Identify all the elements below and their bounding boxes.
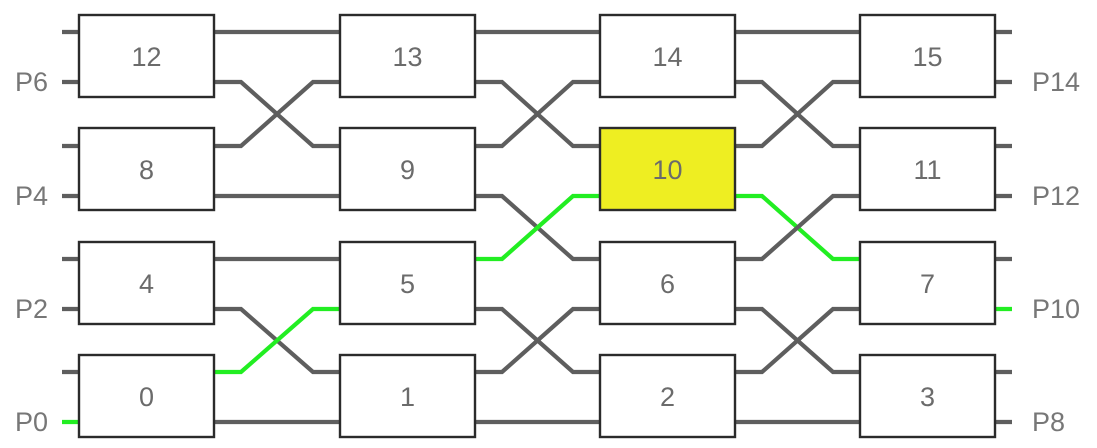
switch-node-1[interactable]: 1 — [338, 353, 477, 439]
switch-box[interactable] — [858, 13, 997, 99]
switch-id-label: 11 — [913, 155, 941, 185]
network-wire — [475, 306, 600, 375]
switch-box[interactable] — [77, 13, 216, 99]
switch-id-label: 9 — [400, 155, 415, 185]
switch-box[interactable] — [858, 240, 997, 326]
switch-id-label: 5 — [400, 269, 415, 299]
wires-layer — [62, 29, 1012, 425]
switch-node-4[interactable]: 4 — [77, 240, 216, 326]
input-port-label: P4 — [15, 181, 48, 211]
active-route-wire — [214, 306, 340, 375]
output-port-label: P14 — [1032, 67, 1080, 97]
switch-box[interactable] — [858, 353, 997, 439]
switch-box[interactable] — [77, 126, 216, 212]
switch-id-label: 8 — [139, 155, 154, 185]
switch-id-label: 13 — [392, 42, 422, 72]
switch-node-10[interactable]: 10 — [598, 126, 737, 212]
switch-box[interactable] — [338, 126, 477, 212]
switch-id-label: 4 — [139, 269, 154, 299]
input-port-label: P2 — [15, 294, 48, 324]
switch-node-12[interactable]: 12 — [77, 13, 216, 99]
network-wire — [214, 79, 340, 149]
switch-box[interactable] — [338, 13, 477, 99]
switch-node-5[interactable]: 5 — [338, 240, 477, 326]
switch-box[interactable] — [598, 353, 737, 439]
switch-node-2[interactable]: 2 — [598, 353, 737, 439]
output-port-label: P10 — [1032, 294, 1080, 324]
output-port-label: P12 — [1032, 181, 1080, 211]
output-port-label: P8 — [1032, 407, 1065, 437]
switch-id-label: 1 — [400, 382, 415, 412]
switch-node-3[interactable]: 3 — [858, 353, 997, 439]
switch-box[interactable] — [338, 240, 477, 326]
switch-id-label: 2 — [660, 382, 675, 412]
switch-id-label: 7 — [920, 269, 935, 299]
switch-node-11[interactable]: 11 — [858, 126, 997, 212]
switch-id-label: 3 — [920, 382, 935, 412]
switch-box-highlighted[interactable] — [598, 126, 737, 212]
switch-node-14[interactable]: 14 — [598, 13, 737, 99]
switch-box[interactable] — [598, 13, 737, 99]
switch-id-label: 12 — [131, 42, 161, 72]
switch-id-label: 6 — [660, 269, 675, 299]
switch-box[interactable] — [77, 240, 216, 326]
network-wire — [735, 306, 860, 375]
switch-node-15[interactable]: 15 — [858, 13, 997, 99]
active-route-wire — [475, 193, 600, 262]
switch-box[interactable] — [338, 353, 477, 439]
switch-box[interactable] — [598, 240, 737, 326]
network-wire — [735, 193, 860, 262]
switch-id-label: 10 — [652, 155, 682, 185]
input-port-label: P6 — [15, 67, 48, 97]
network-wire — [735, 79, 860, 149]
input-port-label: P0 — [15, 407, 48, 437]
switch-node-9[interactable]: 9 — [338, 126, 477, 212]
switch-node-13[interactable]: 13 — [338, 13, 477, 99]
switch-id-label: 0 — [139, 382, 154, 412]
switch-node-7[interactable]: 7 — [858, 240, 997, 326]
network-wire — [475, 79, 600, 149]
switch-node-0[interactable]: 0 — [77, 353, 216, 439]
switch-id-label: 15 — [912, 42, 942, 72]
switch-id-label: 14 — [652, 42, 682, 72]
switch-node-8[interactable]: 8 — [77, 126, 216, 212]
switch-node-6[interactable]: 6 — [598, 240, 737, 326]
switch-box[interactable] — [858, 126, 997, 212]
switch-box[interactable] — [77, 353, 216, 439]
